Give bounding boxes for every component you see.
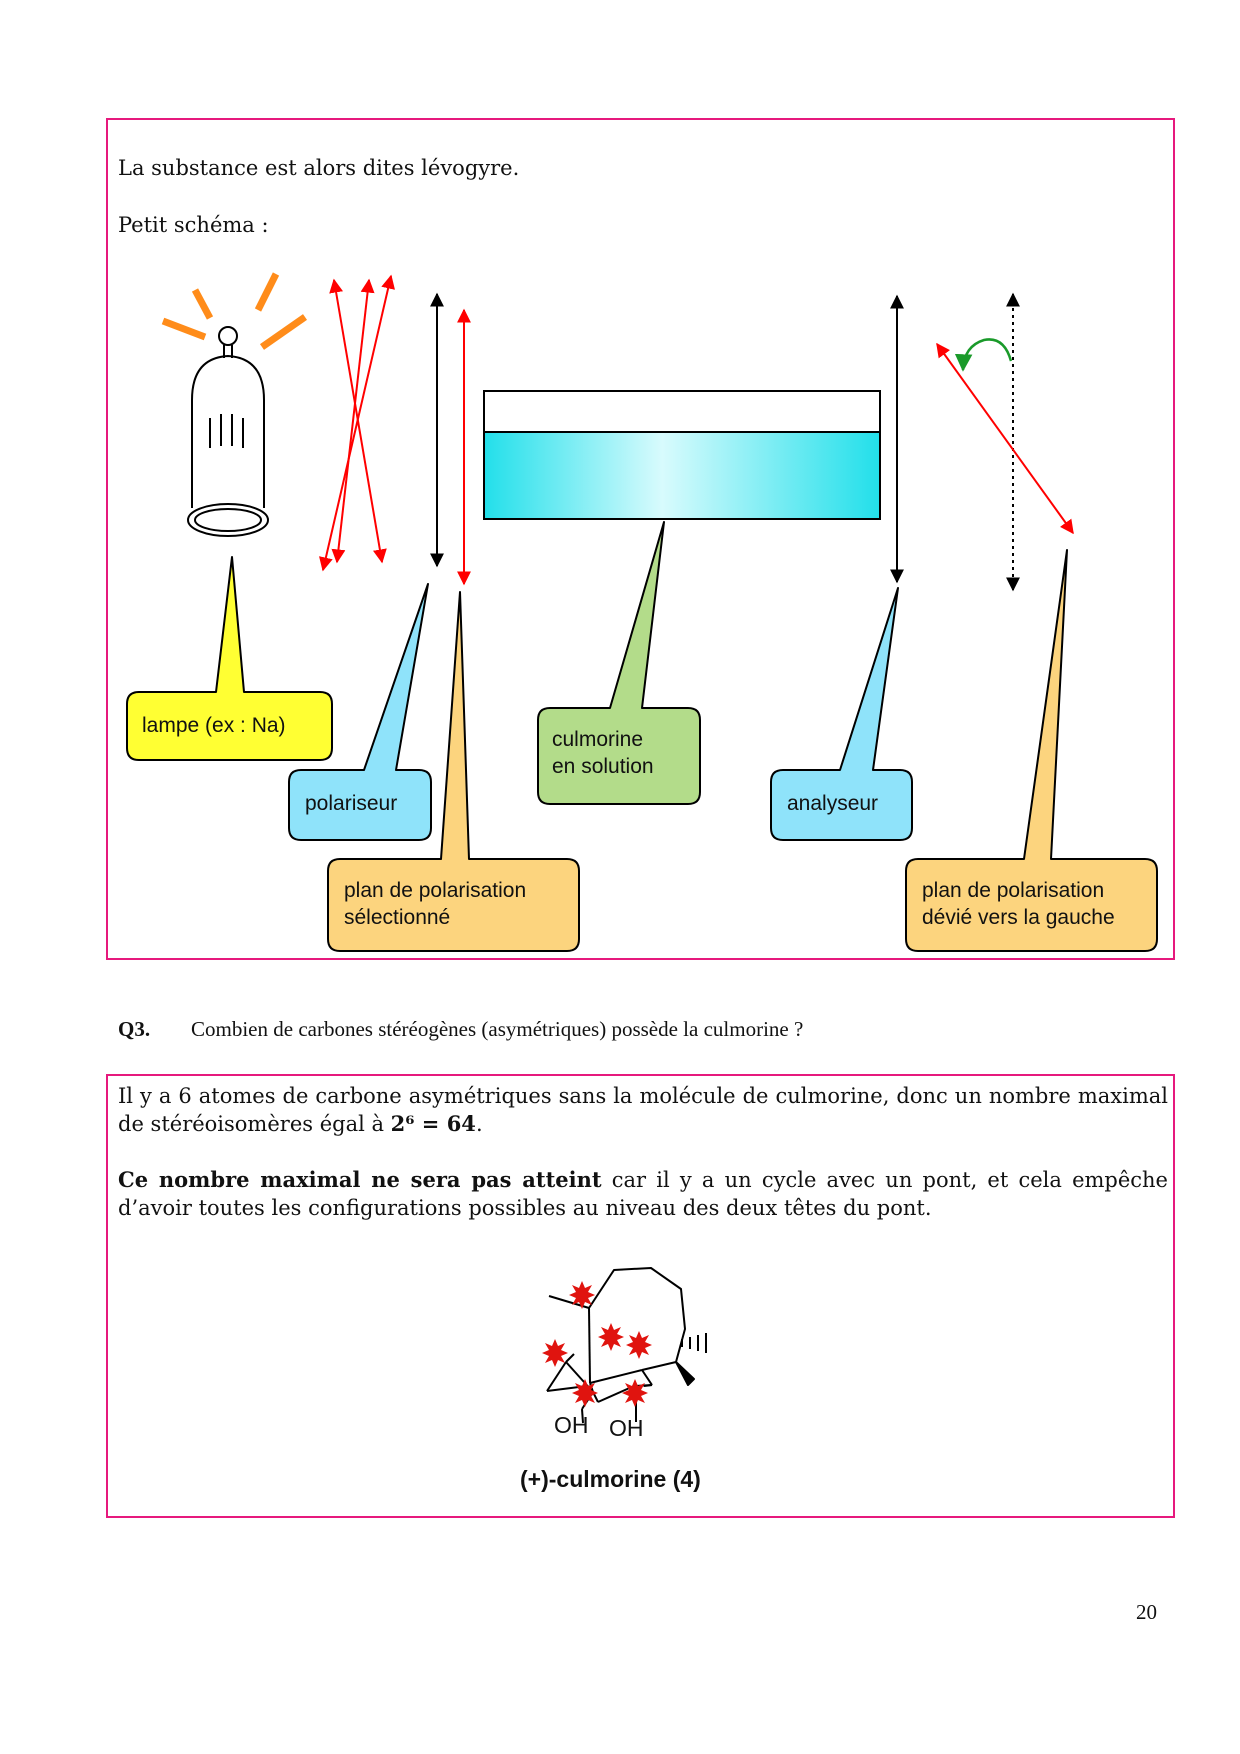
molecule-caption: (+)-culmorine (4) [520,1466,701,1492]
page-number: 20 [1136,1600,1157,1624]
analyzer-callout [770,587,913,841]
lamp-rays [161,272,308,350]
question-q3: Q3. Combien de carbones stéréogènes (asym… [118,1017,803,1042]
answer-box-2 [106,1074,1175,1518]
question-number: Q3. [118,1017,151,1041]
schema-heading: Petit schéma : [118,213,269,237]
rotation-arrow [954,338,1013,372]
question-text: Combien de carbones stéréogènes (asymétr… [191,1017,804,1041]
lamp-icon [187,326,269,537]
answer-key-statement: Ce nombre maximal ne sera pas atteint [118,1167,602,1192]
lamp-label: lampe (ex : Na) [142,714,286,737]
stereoisomer-count: 2⁶ = 64 [390,1111,476,1136]
plane-deviated-callout [905,549,1158,952]
hydroxyl-label-2: OH [609,1415,644,1441]
answer-paragraph-1: Il y a 6 atomes de carbone asymétriques … [118,1082,1168,1138]
deviated-plane-arrow [936,342,1074,535]
plane-selected-label-line1: plan de polarisation [344,879,527,902]
solution-label-line2: en solution [552,755,654,778]
plane-deviated-label-line1: plan de polarisation [922,879,1105,902]
solution-label-line1: culmorine [552,728,644,751]
answer-box-1 [106,118,1175,960]
solution-cell [483,390,881,520]
answer-period: . [475,1112,483,1136]
answer-explanation: car il y a un cycle avec un pont, et cel… [118,1168,1168,1220]
analyzer-label: analyseur [787,792,879,815]
stereocenter-stars [542,1281,652,1407]
answer-text: Il y a 6 atomes de carbone asymétriques … [118,1084,1168,1136]
unpolarized-light-arrows [319,274,395,572]
hydroxyl-label-1: OH [554,1412,589,1438]
levogyre-sentence: La substance est alors dites lévogyre. [118,156,520,180]
polarizer-callout [288,583,432,841]
plane-deviated-label-line2: dévié vers la gauche [922,906,1115,929]
solution-callout [537,521,701,805]
plane-selected-label-line2: sélectionné [344,906,451,929]
answer-paragraph-2: Ce nombre maximal ne sera pas atteint ca… [118,1166,1168,1222]
culmorine-structure [546,1267,707,1424]
polarizer-label: polariseur [305,792,398,815]
plane-selected-callout [327,591,580,952]
lamp-callout [126,556,333,761]
